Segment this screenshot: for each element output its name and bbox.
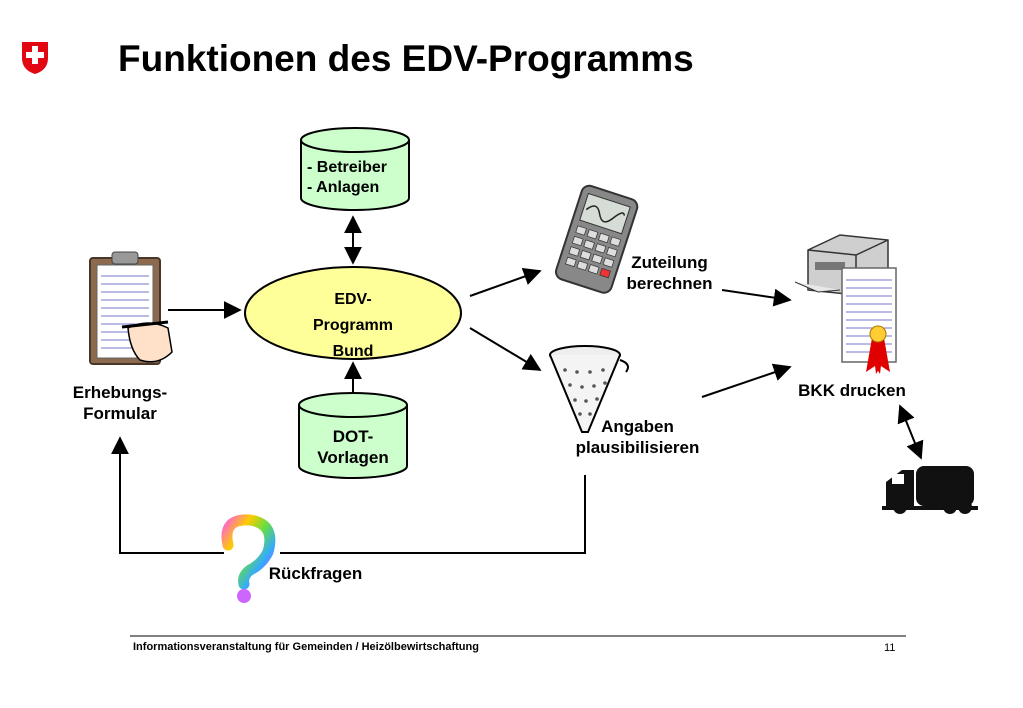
certificate-icon [841,267,897,374]
db-operators-label: - Betreiber - Anlagen [307,159,388,196]
truck-icon [882,466,978,514]
footer-text: Informationsveranstaltung für Gemeinden … [133,641,479,653]
queries-label: Rückfragen [268,564,363,583]
calculate-label: Zuteilung berechnen [626,253,713,293]
program-ellipse [244,266,462,360]
clipboard-icon [89,251,173,365]
page-number: 11 [884,642,896,654]
validate-label: Angaben plausibilisieren [575,417,700,457]
form-label: Erhebungs- Formular [72,383,168,423]
calculator-icon [555,184,639,294]
swiss-cross-icon [22,42,48,74]
db-operators-cylinder [300,127,410,211]
print-label: BKK drucken [798,381,906,400]
program-label: EDV- Programm Bund [312,291,394,360]
funnel-icon [549,345,629,433]
question-mark-icon [221,514,276,603]
db-templates-label: DOT- Vorlagen [317,427,389,467]
page-title: Funktionen des EDV-Programms [118,38,694,79]
connector-arrows [111,215,924,554]
